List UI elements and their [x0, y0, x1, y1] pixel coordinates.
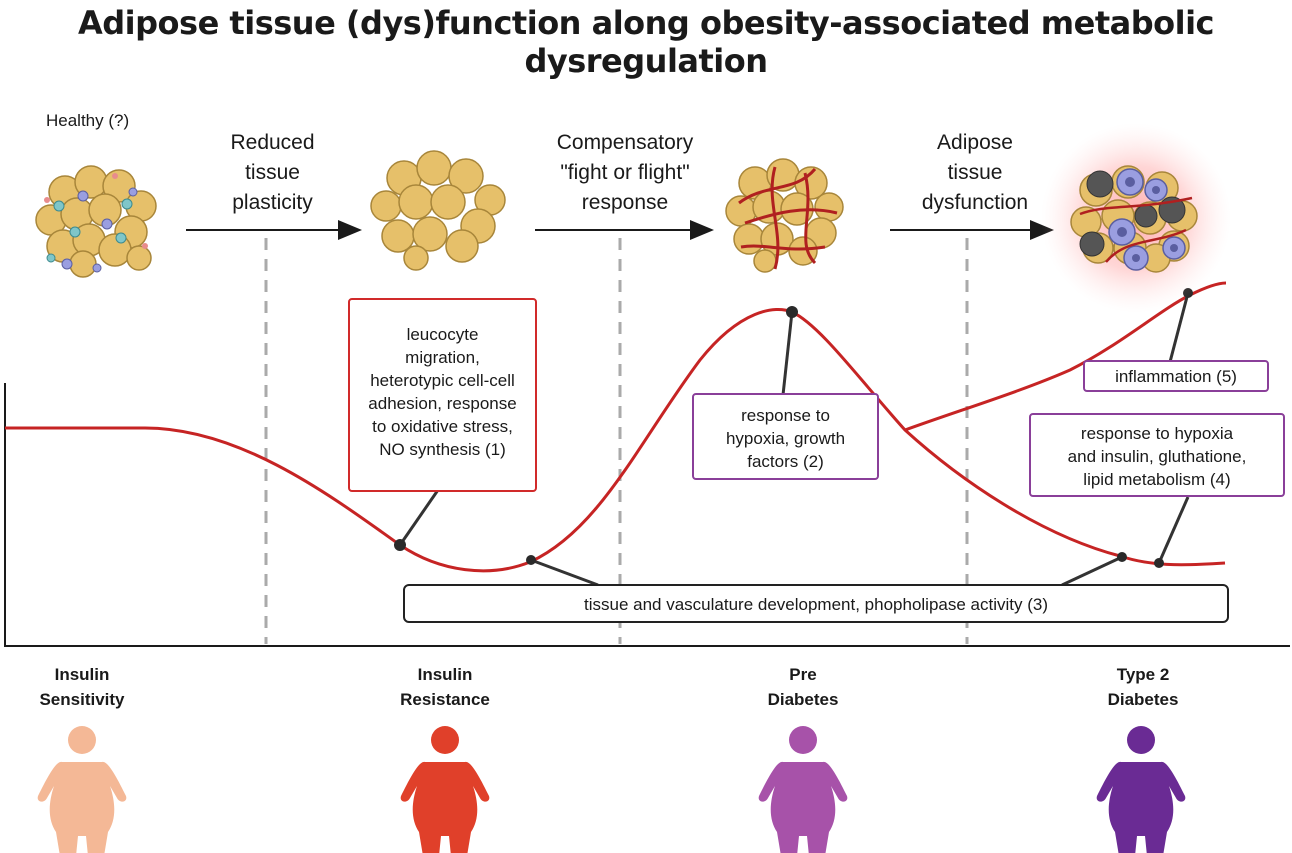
box4-line-1: response to hypoxia — [1080, 424, 1234, 443]
transition-3-line-1: Adipose — [937, 131, 1013, 154]
stage-4-line-2: Diabetes — [1107, 690, 1179, 709]
tissue-vascularized-icon — [725, 158, 844, 273]
curve-point-3a — [526, 555, 536, 565]
annotation-box-2: response to hypoxia, growth factors (2) — [692, 393, 879, 480]
stage-3-line-2: Diabetes — [767, 690, 839, 709]
transition-1-line-3: plasticity — [232, 191, 313, 214]
annotation-box-4: response to hypoxia and insulin, gluthat… — [1029, 413, 1285, 497]
box1-line-2: migration, — [405, 348, 480, 367]
connector-3a — [530, 558, 599, 587]
connector-3b — [1061, 555, 1123, 587]
annotation-box-3: tissue and vasculature development, phop… — [403, 584, 1229, 623]
annotation-box-5: inflammation (5) — [1083, 360, 1269, 392]
curve-point-2 — [786, 306, 798, 318]
transition-label-3: Adipose tissue dysfunction — [895, 128, 1055, 218]
stage-label-insulin-sensitivity: Insulin Sensitivity — [0, 662, 164, 712]
connector-1 — [398, 489, 440, 546]
curve-point-4 — [1154, 558, 1164, 568]
connector-4 — [1157, 496, 1190, 564]
person-icon-insulin-sensitivity — [37, 726, 127, 853]
stage-2-line-1: Insulin — [417, 665, 473, 684]
connector-5 — [1168, 292, 1190, 363]
transition-1-line-1: Reduced — [230, 131, 315, 154]
transition-label-1: Reduced tissue plasticity — [190, 128, 355, 218]
stage-1-line-1: Insulin — [54, 665, 110, 684]
healthy-label: Healthy (?) — [46, 111, 130, 130]
connector-2 — [781, 311, 794, 396]
box2-line-1: response to — [741, 406, 830, 425]
box1-line-5: to oxidative stress, — [372, 417, 513, 436]
tissue-hypertrophic-icon — [370, 150, 506, 271]
transition-3-line-3: dysfunction — [921, 191, 1029, 214]
box4-line-3: lipid metabolism (4) — [1083, 470, 1231, 489]
box3-text: tissue and vasculature development, phop… — [584, 595, 1048, 614]
box1-line-6: NO synthesis (1) — [379, 440, 506, 459]
box1-line-1: leucocyte — [406, 325, 479, 344]
transition-2-line-3: response — [581, 191, 669, 214]
stage-3-line-1: Pre — [789, 665, 817, 684]
person-icon-pre-diabetes — [758, 726, 848, 853]
transition-2-line-1: Compensatory — [556, 131, 694, 154]
transition-1-line-2: tissue — [245, 161, 300, 184]
box1-line-3: heterotypic cell-cell — [370, 371, 515, 390]
curve-point-1 — [394, 539, 406, 551]
title-line-2: dysregulation — [524, 42, 768, 80]
transition-3-line-2: tissue — [947, 161, 1003, 184]
transition-label-2: Compensatory "fight or flight" response — [525, 128, 725, 218]
person-icon-insulin-resistance — [400, 726, 490, 853]
tissue-inflamed-icon — [1041, 123, 1231, 313]
stage-label-pre-diabetes: Pre Diabetes — [723, 662, 883, 712]
annotation-box-1: leucocyte migration, heterotypic cell-ce… — [348, 298, 537, 492]
box4-line-2: and insulin, gluthatione, — [1067, 447, 1247, 466]
stage-2-line-2: Resistance — [400, 690, 490, 709]
box1-line-4: adhesion, response — [368, 394, 517, 413]
box2-line-3: factors (2) — [747, 452, 824, 471]
figure-title: Adipose tissue (dys)function along obesi… — [0, 4, 1292, 80]
person-icon-type2-diabetes — [1096, 726, 1186, 853]
trajectory-branch — [904, 281, 1227, 432]
title-line-1: Adipose tissue (dys)function along obesi… — [78, 4, 1215, 42]
curve-point-3b — [1117, 552, 1127, 562]
stage-4-line-1: Type 2 — [1116, 665, 1170, 684]
stage-label-type2-diabetes: Type 2 Diabetes — [1063, 662, 1223, 712]
box2-line-2: hypoxia, growth — [725, 429, 846, 448]
tissue-healthy-icon — [35, 165, 157, 278]
transition-2-line-2: "fight or flight" — [560, 161, 690, 184]
trajectory-curve — [5, 308, 1226, 573]
stage-label-insulin-resistance: Insulin Resistance — [365, 662, 525, 712]
box5-text: inflammation (5) — [1115, 367, 1237, 386]
stage-1-line-2: Sensitivity — [39, 690, 125, 709]
